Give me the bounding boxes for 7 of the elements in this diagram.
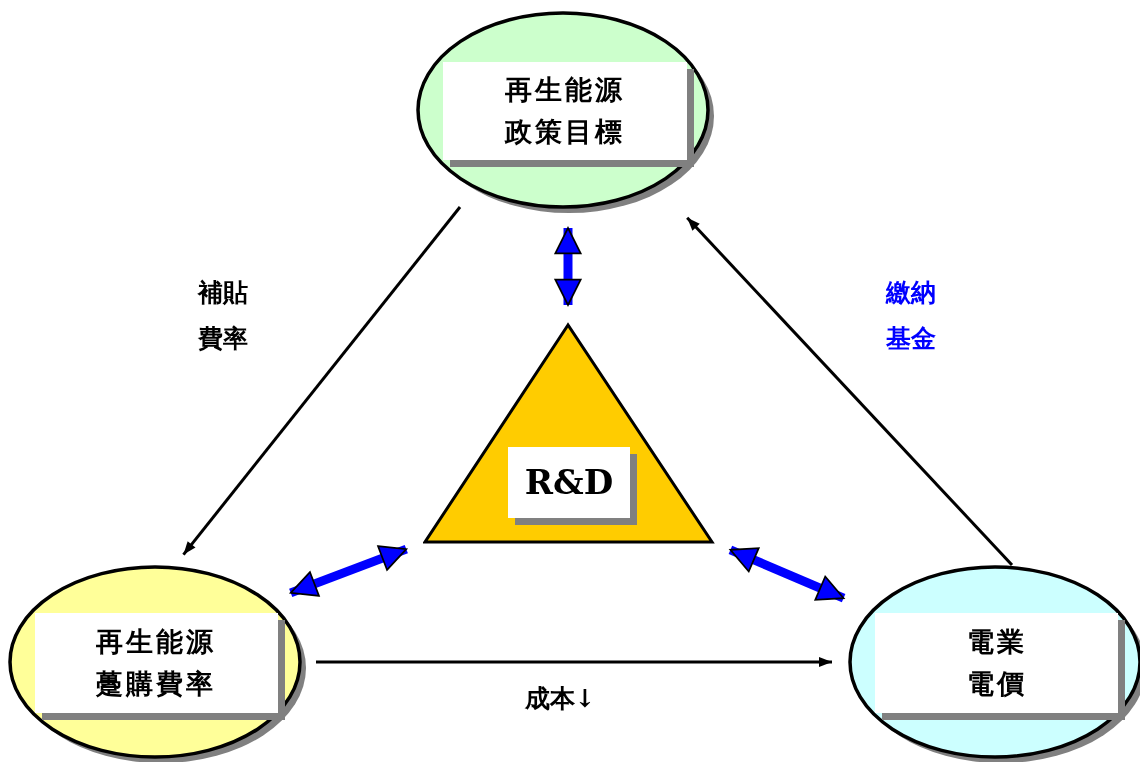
arrow	[316, 657, 832, 667]
arrow	[182, 206, 462, 556]
arrow	[554, 227, 582, 306]
arrow	[728, 545, 846, 603]
arrow	[686, 216, 1014, 567]
triangle	[423, 322, 715, 544]
arrow	[289, 544, 408, 598]
